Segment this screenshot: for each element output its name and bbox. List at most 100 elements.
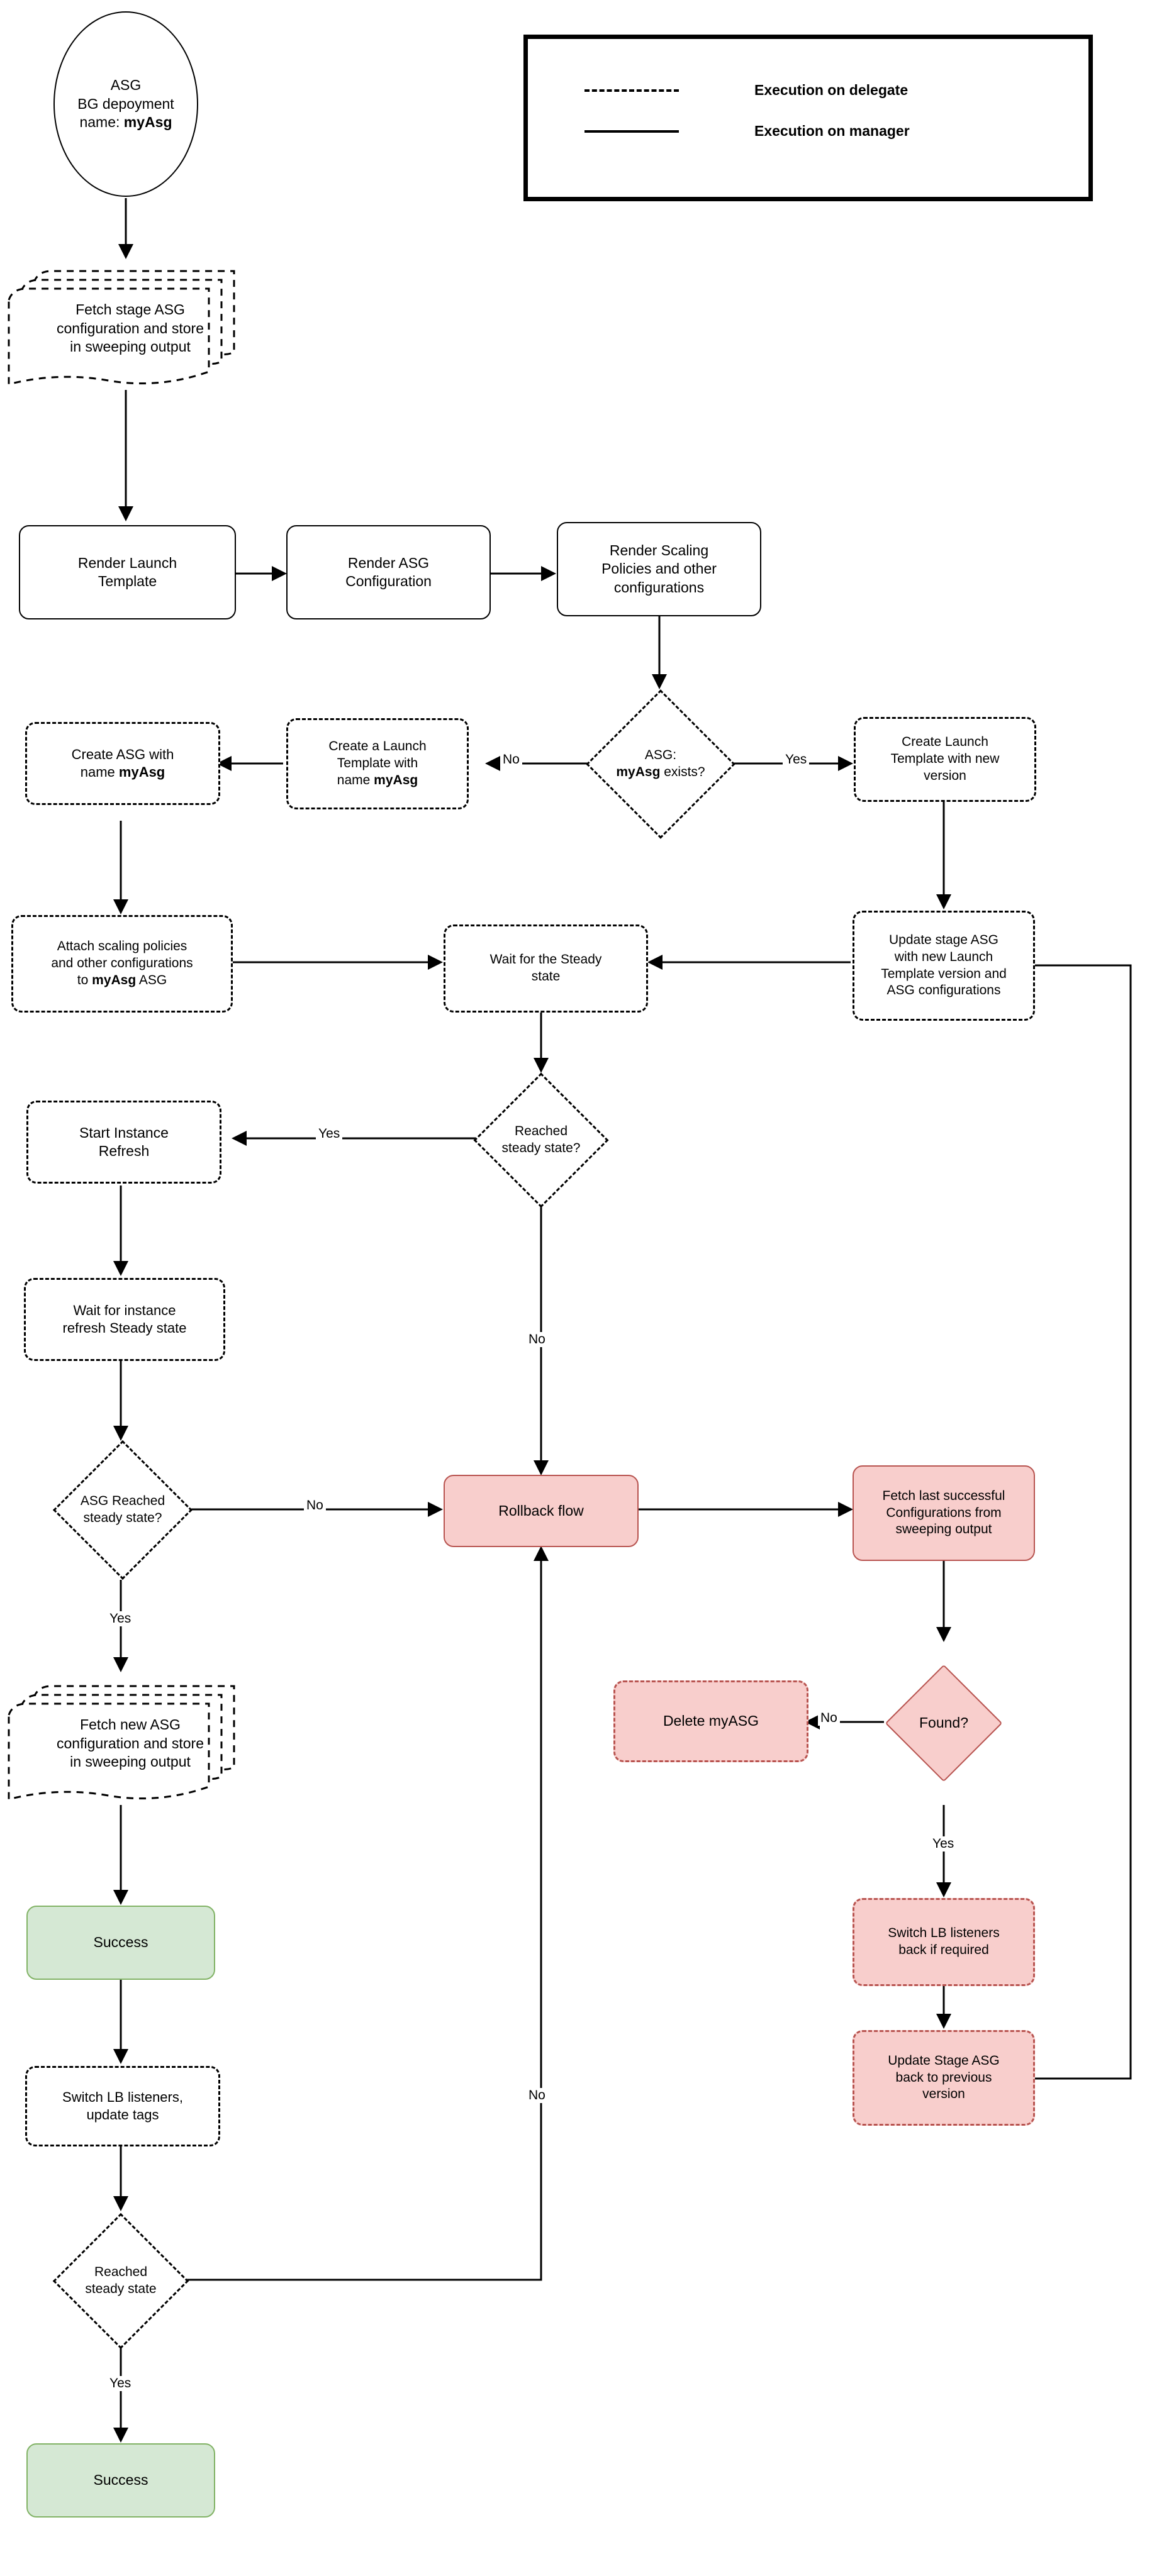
node-switch-lb-back-line2: back if required [898, 1943, 989, 1957]
edge-label-asg-exists-no: No [500, 752, 522, 767]
node-update-stage-asg-back[interactable]: Update Stage ASG back to previous versio… [853, 2030, 1035, 2126]
node-wait-steady-state[interactable]: Wait for the Steady state [444, 924, 648, 1013]
node-asg-exists-line2-rest: exists? [660, 765, 705, 779]
node-reached-steady-2-line2: steady state [85, 2282, 157, 2296]
node-delete-myasg[interactable]: Delete myASG [613, 1680, 808, 1762]
node-create-lt-myasg-line3-bold: myAsg [374, 772, 418, 787]
node-wait-instance-refresh[interactable]: Wait for instance refresh Steady state [24, 1278, 225, 1361]
edge-label-asg-exists-yes: Yes [783, 752, 810, 767]
node-render-launch-template[interactable]: Render Launch Template [19, 525, 236, 619]
node-create-asg-line2-prefix: name [80, 764, 119, 780]
edge-label-found-yes: Yes [930, 1836, 957, 1852]
edge-label-reached-steady2-no: No [526, 2088, 548, 2103]
node-render-launch-line2: Template [98, 573, 157, 589]
node-fetch-stage-line2: configuration and store [57, 319, 204, 336]
node-start-line3-bold: myAsg [123, 114, 172, 131]
node-success-final[interactable]: Success [26, 2443, 215, 2518]
node-found-decision[interactable]: Found? [878, 1641, 1010, 1805]
node-switch-lb-tags-line2: update tags [86, 2107, 159, 2123]
legend-item-delegate: Execution on delegate [584, 82, 908, 99]
node-update-back-line3: version [922, 2087, 965, 2102]
node-delete-myasg-label: Delete myASG [663, 1713, 759, 1729]
node-render-asg-configuration[interactable]: Render ASG Configuration [286, 525, 491, 619]
node-asg-reached-line1: ASG Reached [80, 1494, 165, 1509]
legend-label-delegate: Execution on delegate [754, 82, 909, 98]
node-fetch-stage-asg[interactable]: Fetch stage ASG configuration and store … [8, 255, 253, 390]
node-create-asg-myasg[interactable]: Create ASG with name myAsg [25, 722, 220, 805]
legend-label-manager: Execution on manager [754, 123, 910, 139]
node-success-primary[interactable]: Success [26, 1906, 215, 1980]
node-fetch-stage-line1: Fetch stage ASG [75, 301, 185, 318]
node-create-asg-line1: Create ASG with [71, 746, 174, 762]
node-update-back-line2: back to previous [895, 2070, 992, 2085]
node-wait-refresh-line1: Wait for instance [73, 1302, 176, 1318]
node-update-stage-line2: with new Launch [894, 949, 993, 964]
node-render-scaling-line3: configurations [613, 579, 705, 596]
node-start-instance-refresh[interactable]: Start Instance Refresh [26, 1101, 221, 1184]
node-reached-steady-state-decision[interactable]: Reached steady state? [450, 1072, 632, 1208]
node-fetch-new-line1: Fetch new ASG [80, 1716, 181, 1733]
node-render-scaling-policies[interactable]: Render Scaling Policies and other config… [557, 522, 761, 616]
edge-label-asg-reached-no: No [304, 1498, 326, 1513]
node-asg-exists-decision[interactable]: ASG: myAsg exists? [569, 689, 752, 840]
multi-document-icon [8, 1685, 235, 1801]
node-found-label: Found? [919, 1714, 968, 1731]
edge-label-asg-reached-yes: Yes [107, 1611, 134, 1626]
node-fetch-last-successful[interactable]: Fetch last successful Configurations fro… [853, 1465, 1035, 1561]
node-success-primary-label: Success [93, 1934, 148, 1951]
node-asg-reached-line2: steady state? [83, 1511, 162, 1525]
multi-document-icon [8, 270, 235, 386]
node-start-line2: BG depoyment [77, 95, 174, 112]
node-fetch-new-asg-config[interactable]: Fetch new ASG configuration and store in… [8, 1670, 253, 1805]
node-update-back-line1: Update Stage ASG [888, 2053, 1000, 2068]
node-update-stage-line1: Update stage ASG [889, 932, 998, 947]
node-start-line3-prefix: name: [79, 114, 124, 131]
legend-item-manager: Execution on manager [584, 123, 910, 140]
node-render-asg-line2: Configuration [345, 573, 432, 589]
node-asg-reached-steady-decision[interactable]: ASG Reached steady state? [28, 1440, 217, 1580]
node-create-launch-template-myasg[interactable]: Create a Launch Template with name myAsg [286, 718, 469, 809]
node-create-lt-new-line2: Template with new [890, 752, 1000, 767]
node-start[interactable]: ASG BG depoyment name: myAsg [53, 11, 198, 197]
node-fetch-stage-line3: in sweeping output [70, 338, 191, 355]
node-switch-lb-listeners-back[interactable]: Switch LB listeners back if required [853, 1898, 1035, 1986]
edge-label-found-no: No [818, 1711, 840, 1726]
node-start-refresh-line2: Refresh [98, 1143, 150, 1159]
node-rollback-flow[interactable]: Rollback flow [444, 1475, 639, 1547]
node-render-launch-line1: Render Launch [77, 554, 177, 571]
node-attach-line3-bold: myAsg [92, 972, 137, 987]
node-create-lt-myasg-line3-prefix: name [337, 772, 374, 787]
node-success-final-label: Success [93, 2472, 148, 2489]
node-fetch-last-line3: sweeping output [895, 1522, 992, 1537]
edge-label-reached-steady-yes: Yes [316, 1126, 343, 1141]
node-create-launch-template-new-version[interactable]: Create Launch Template with new version [854, 717, 1036, 802]
node-fetch-last-line2: Configurations from [886, 1505, 1002, 1520]
dashed-line-icon [584, 89, 679, 92]
node-update-stage-line3: Template version and [881, 966, 1007, 981]
node-wait-refresh-line2: refresh Steady state [62, 1320, 187, 1336]
node-rollback-flow-label: Rollback flow [498, 1502, 584, 1519]
node-attach-line1: Attach scaling policies [57, 939, 187, 954]
node-render-scaling-line2: Policies and other [601, 560, 717, 577]
node-start-refresh-line1: Start Instance [79, 1124, 169, 1141]
node-create-lt-new-line3: version [924, 768, 966, 783]
solid-line-icon [584, 130, 679, 133]
node-switch-lb-update-tags[interactable]: Switch LB listeners, update tags [25, 2066, 220, 2146]
node-asg-exists-line1: ASG: [644, 748, 677, 763]
node-create-lt-new-line1: Create Launch [902, 735, 988, 750]
node-attach-scaling-policies[interactable]: Attach scaling policies and other config… [11, 915, 233, 1013]
edge-label-reached-steady-no: No [526, 1332, 548, 1347]
node-wait-steady-line2: state [531, 969, 561, 984]
node-fetch-new-line2: configuration and store [57, 1735, 204, 1752]
node-asg-exists-line2-bold: myAsg [616, 765, 661, 779]
node-attach-line2: and other configurations [51, 956, 193, 971]
node-fetch-new-line3: in sweeping output [70, 1753, 191, 1770]
node-update-stage-asg[interactable]: Update stage ASG with new Launch Templat… [853, 911, 1035, 1021]
node-render-asg-line1: Render ASG [347, 554, 430, 571]
legend-box: Execution on delegate Execution on manag… [523, 35, 1093, 201]
node-reached-steady-state-final-decision[interactable]: Reached steady state [30, 2212, 212, 2350]
node-attach-line3-prefix: to [77, 972, 92, 987]
node-start-line1: ASG [110, 77, 142, 94]
node-attach-line3-suffix: ASG [136, 972, 167, 987]
